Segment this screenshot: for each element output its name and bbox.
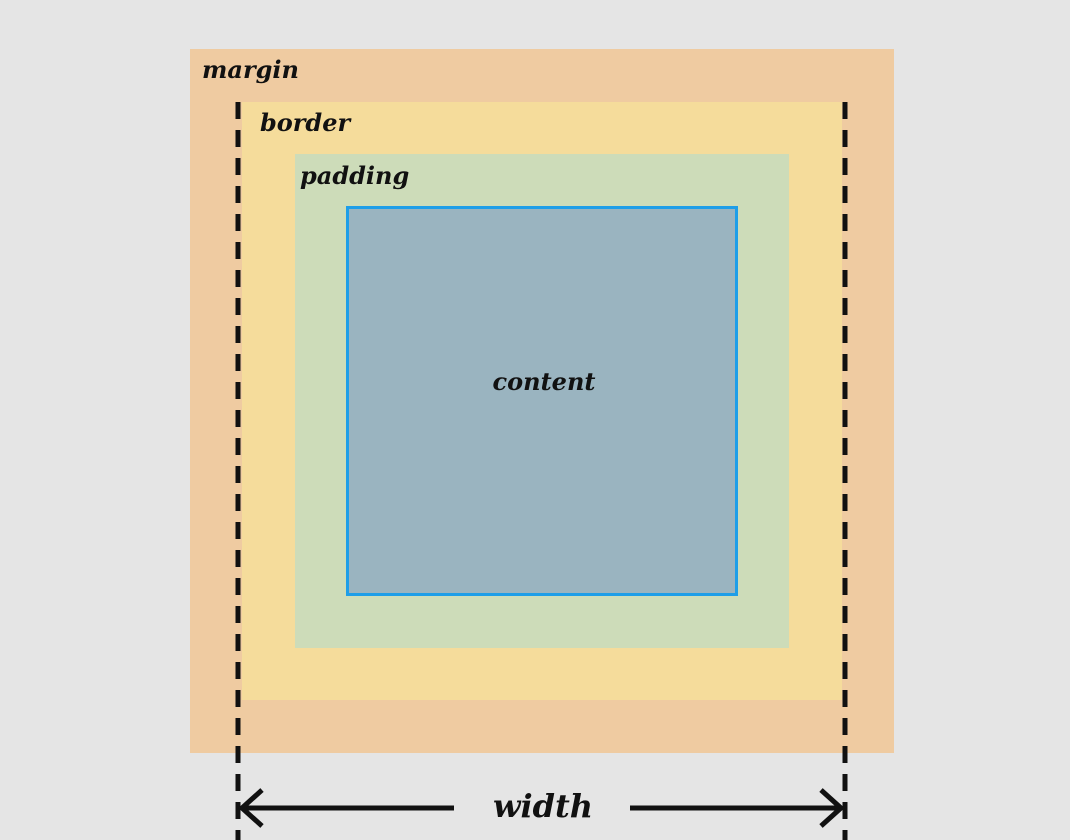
border-label: border	[260, 108, 351, 137]
width-label: width	[492, 787, 594, 825]
margin-label: margin	[202, 55, 299, 84]
content-area	[346, 206, 738, 596]
padding-label: padding	[300, 161, 410, 190]
width-arrow-left-head	[238, 788, 264, 828]
width-arrow-right-head	[819, 788, 845, 828]
content-label: content	[492, 367, 596, 396]
